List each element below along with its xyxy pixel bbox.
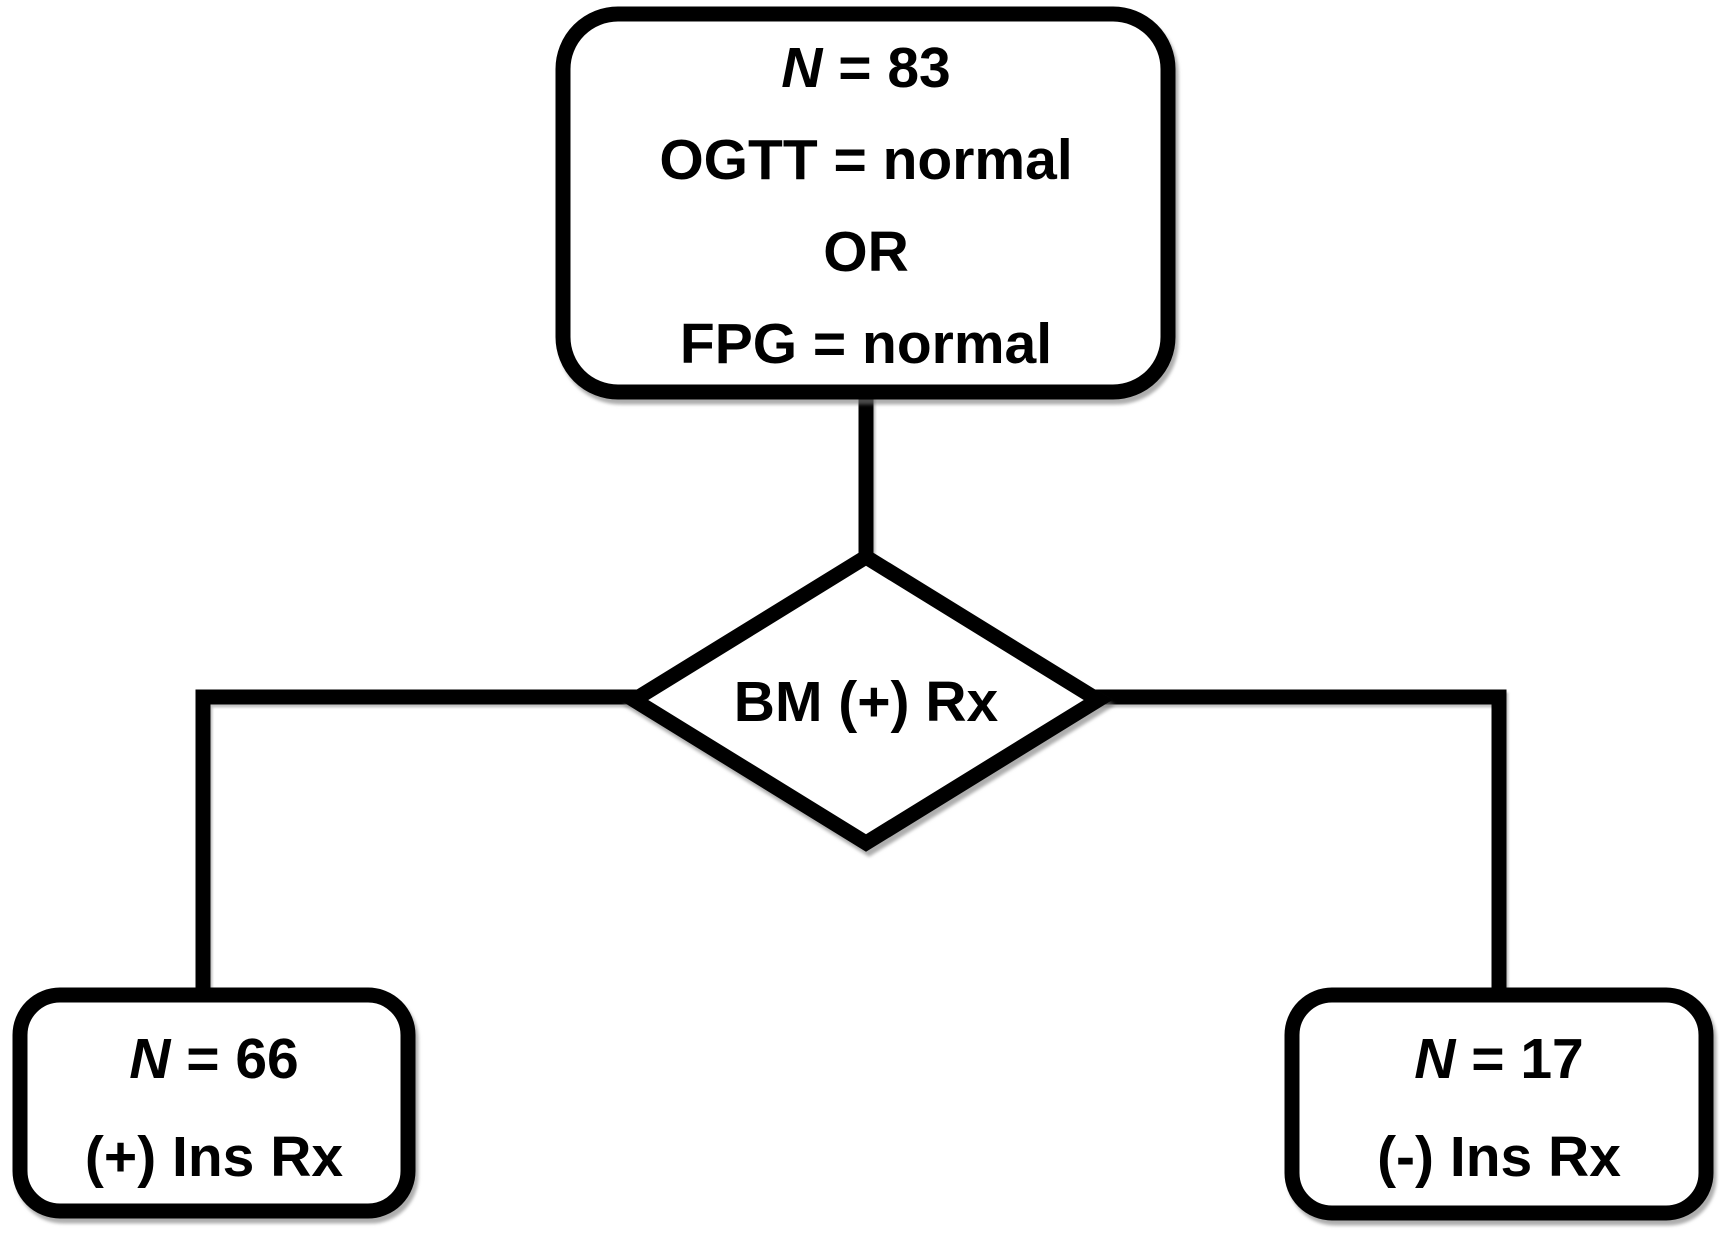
right-node-n-count: = 17: [1455, 1027, 1583, 1091]
decision-diamond: [619, 548, 1113, 852]
right-node-line2: (-) Ins Rx: [1377, 1125, 1621, 1189]
right-node-box: [1284, 987, 1714, 1221]
left-node-line1: N = 66: [129, 1027, 299, 1091]
right-node-n-symbol: N: [1414, 1027, 1457, 1091]
left-node-box: [12, 987, 416, 1219]
root-node-line4: FPG = normal: [680, 312, 1052, 376]
root-node-line3: OR: [823, 220, 909, 284]
root-node-line1: N = 83: [781, 36, 951, 100]
connector-decision-to-right: [1070, 689, 1507, 1005]
connector-decision-to-left: [195, 689, 665, 1005]
left-node-n-count: = 66: [170, 1027, 298, 1091]
root-node-line2: OGTT = normal: [659, 128, 1072, 192]
root-node-n-symbol: N: [781, 36, 824, 100]
decision-diamond-label: BM (+) Rx: [734, 670, 999, 734]
right-node-line1: N = 17: [1414, 1027, 1584, 1091]
root-node-box: [555, 6, 1176, 400]
left-node-n-symbol: N: [129, 1027, 172, 1091]
root-node-n-count: = 83: [822, 36, 950, 100]
left-node-line2: (+) Ins Rx: [85, 1125, 343, 1189]
